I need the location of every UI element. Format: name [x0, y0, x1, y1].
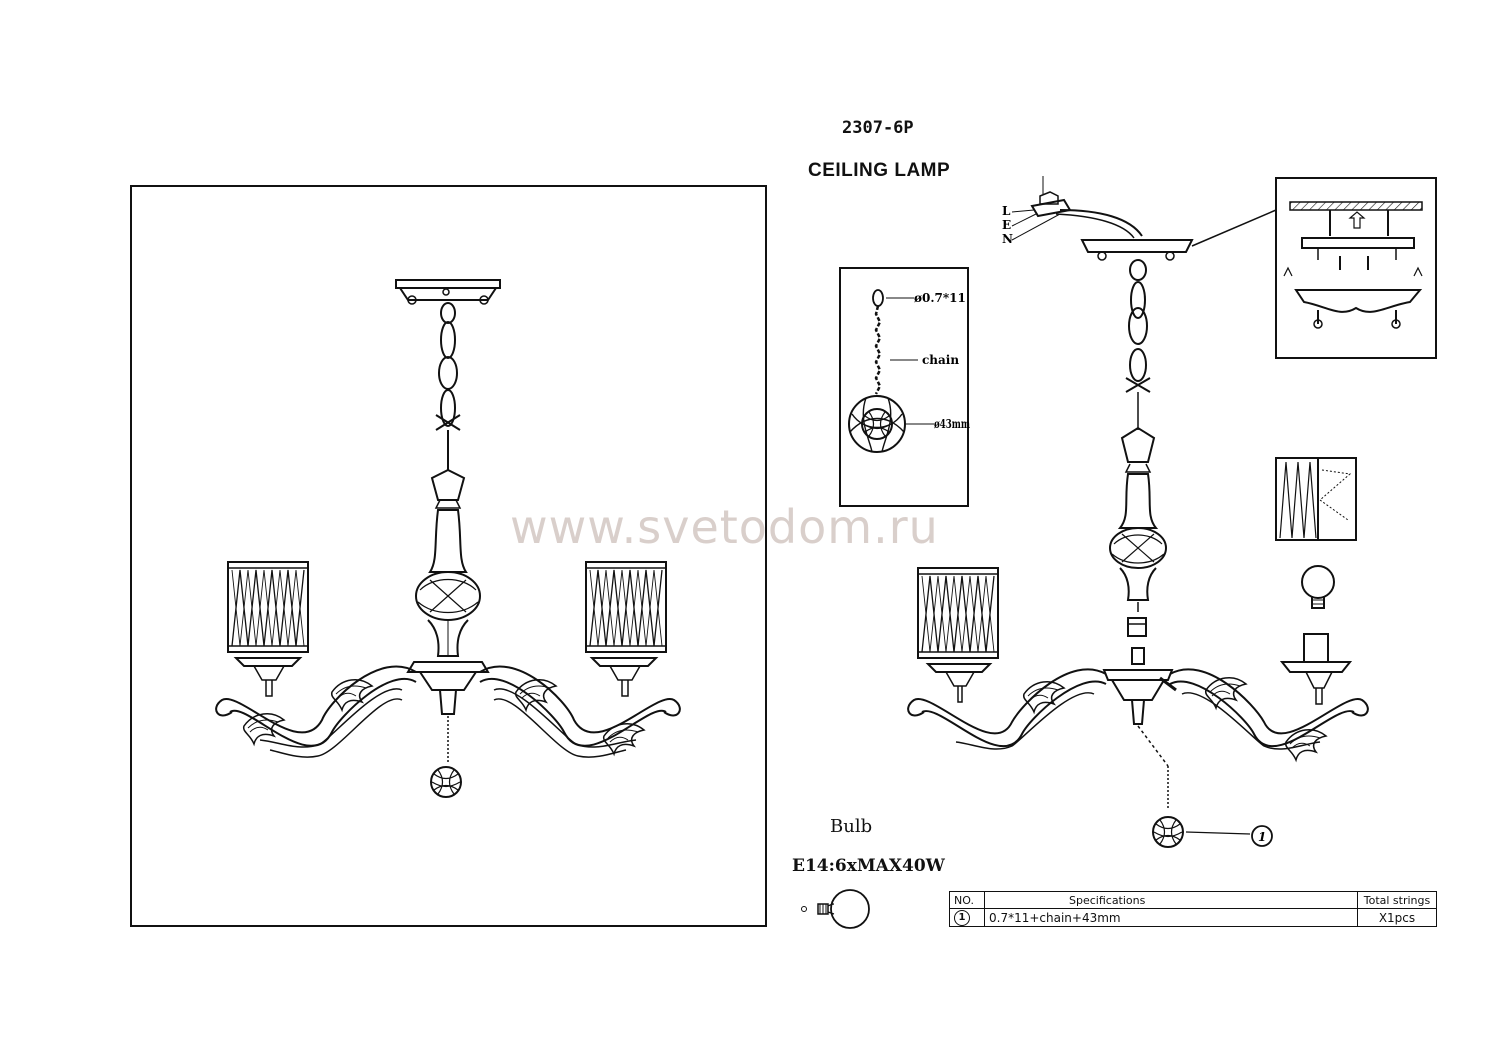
spec-table-header-row: NO. Specifications Total strings: [949, 891, 1437, 909]
wire-label-e: E: [1002, 218, 1011, 232]
product-title: CEILING LAMP: [808, 160, 951, 181]
callout-chain: chain: [922, 353, 959, 367]
part-marker-circle: [1251, 825, 1273, 847]
exploded-chandelier-drawing: [907, 176, 1369, 848]
wire-label-n: N: [1002, 232, 1013, 246]
watermark-text: www.svetodom.ru: [510, 500, 939, 554]
row-number-cell: 1: [949, 908, 985, 927]
callout-diameter-ball: ø43mm: [934, 417, 970, 431]
mounting-detail-drawing: [1283, 201, 1423, 329]
chain-detail-drawing: [848, 289, 934, 453]
wire-label-l: L: [1002, 204, 1011, 218]
assembled-view-frame: [130, 185, 767, 927]
header-no: NO.: [949, 891, 985, 909]
table-row: 1 0.7*11+chain+43mm X1pcs: [949, 908, 1437, 927]
assembled-chandelier-drawing: [215, 279, 681, 798]
model-number: 2307-6P: [842, 118, 914, 138]
callout-diameter-small: ø0.7*11: [914, 291, 966, 305]
row-specification: 0.7*11+chain+43mm: [984, 908, 1358, 927]
chain-detail-frame: [839, 267, 969, 507]
bulb-spec: E14:6xMAX40W: [792, 856, 945, 876]
mounting-detail-frame: [1275, 177, 1437, 359]
row-total: X1pcs: [1357, 908, 1437, 927]
specifications-table: NO. Specifications Total strings 1 0.7*1…: [949, 891, 1437, 927]
header-total-strings: Total strings: [1357, 891, 1437, 909]
header-specifications: Specifications: [984, 891, 1358, 909]
bulb-label: Bulb: [830, 816, 873, 837]
bulb-icon: [801, 889, 870, 929]
part-marker-number: 1: [1258, 830, 1266, 844]
row-number: 1: [954, 910, 970, 926]
